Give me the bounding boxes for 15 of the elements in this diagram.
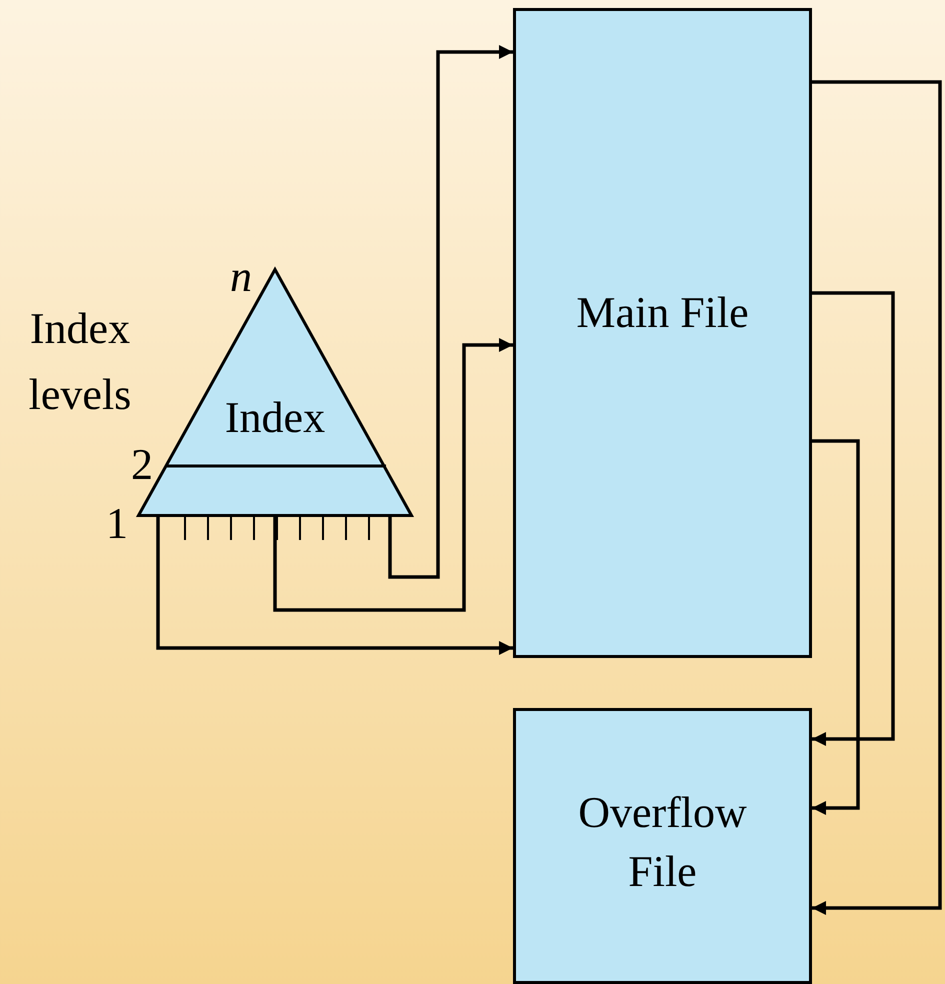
file-box: [513, 708, 812, 984]
node-label: Main File: [575, 287, 750, 339]
axis-label: Index levels: [28, 303, 132, 421]
level-label: n: [229, 251, 253, 303]
level-label: 2: [130, 439, 154, 491]
arrow: [388, 45, 513, 579]
arrow: [812, 80, 942, 915]
level-label: 1: [105, 498, 129, 550]
arrow: [812, 291, 895, 746]
arrow: [156, 517, 513, 655]
arrow: [812, 439, 860, 815]
node-label: Overflow File: [577, 787, 748, 898]
arrow: [273, 338, 513, 612]
file-box: [513, 8, 812, 658]
node-label: Index: [224, 392, 326, 444]
